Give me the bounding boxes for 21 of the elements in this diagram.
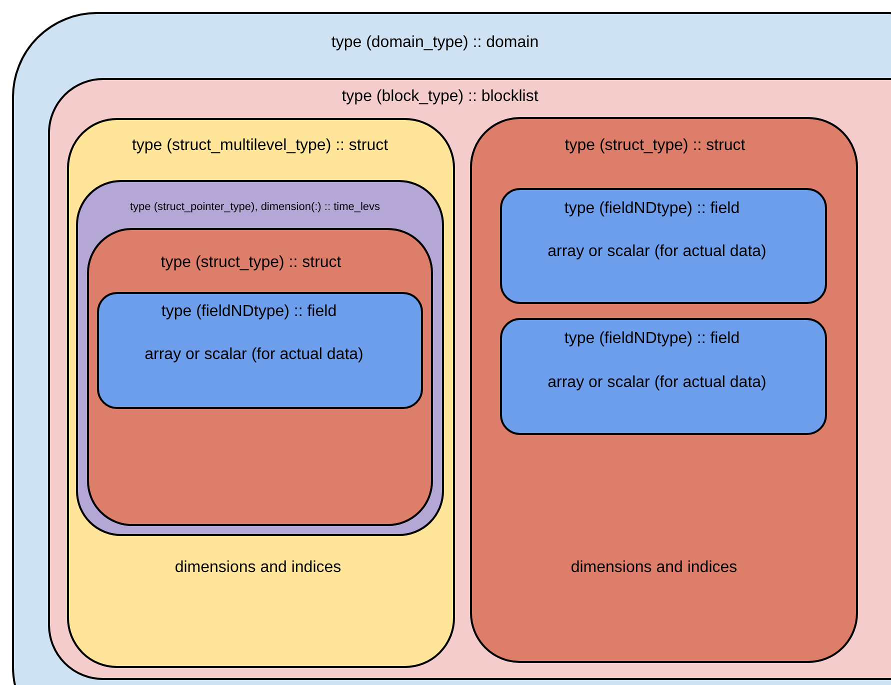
rounded-box [470,117,858,663]
rounded-box [97,292,423,409]
box-title: type (domain_type) :: domain [331,33,539,53]
box-title: type (struct_pointer_type), dimension(:) :: time_levs [130,200,380,215]
rounded-box [76,180,444,536]
box-text: array or scalar (for actual data) [144,345,364,365]
box-text: dimensions and indices [174,558,342,578]
rounded-box [87,228,433,526]
box-text: array or scalar (for actual data) [548,242,766,262]
box-title: type (fieldNDtype) :: field [564,329,740,349]
box-title: type (fieldNDtype) :: field [564,199,740,219]
box-title: type (struct_type) :: struct [564,136,746,156]
rounded-box [500,318,827,435]
box-title: type (struct_multilevel_type) :: struct [132,136,388,156]
rounded-box [67,118,455,668]
box-text: dimensions and indices [570,558,738,578]
box-title: type (struct_type) :: struct [160,253,342,273]
rounded-box [500,188,827,304]
box-title: type (fieldNDtype) :: field [161,302,337,322]
box-text: array or scalar (for actual data) [548,373,766,393]
box-title: type (block_type) :: blocklist [342,87,538,107]
